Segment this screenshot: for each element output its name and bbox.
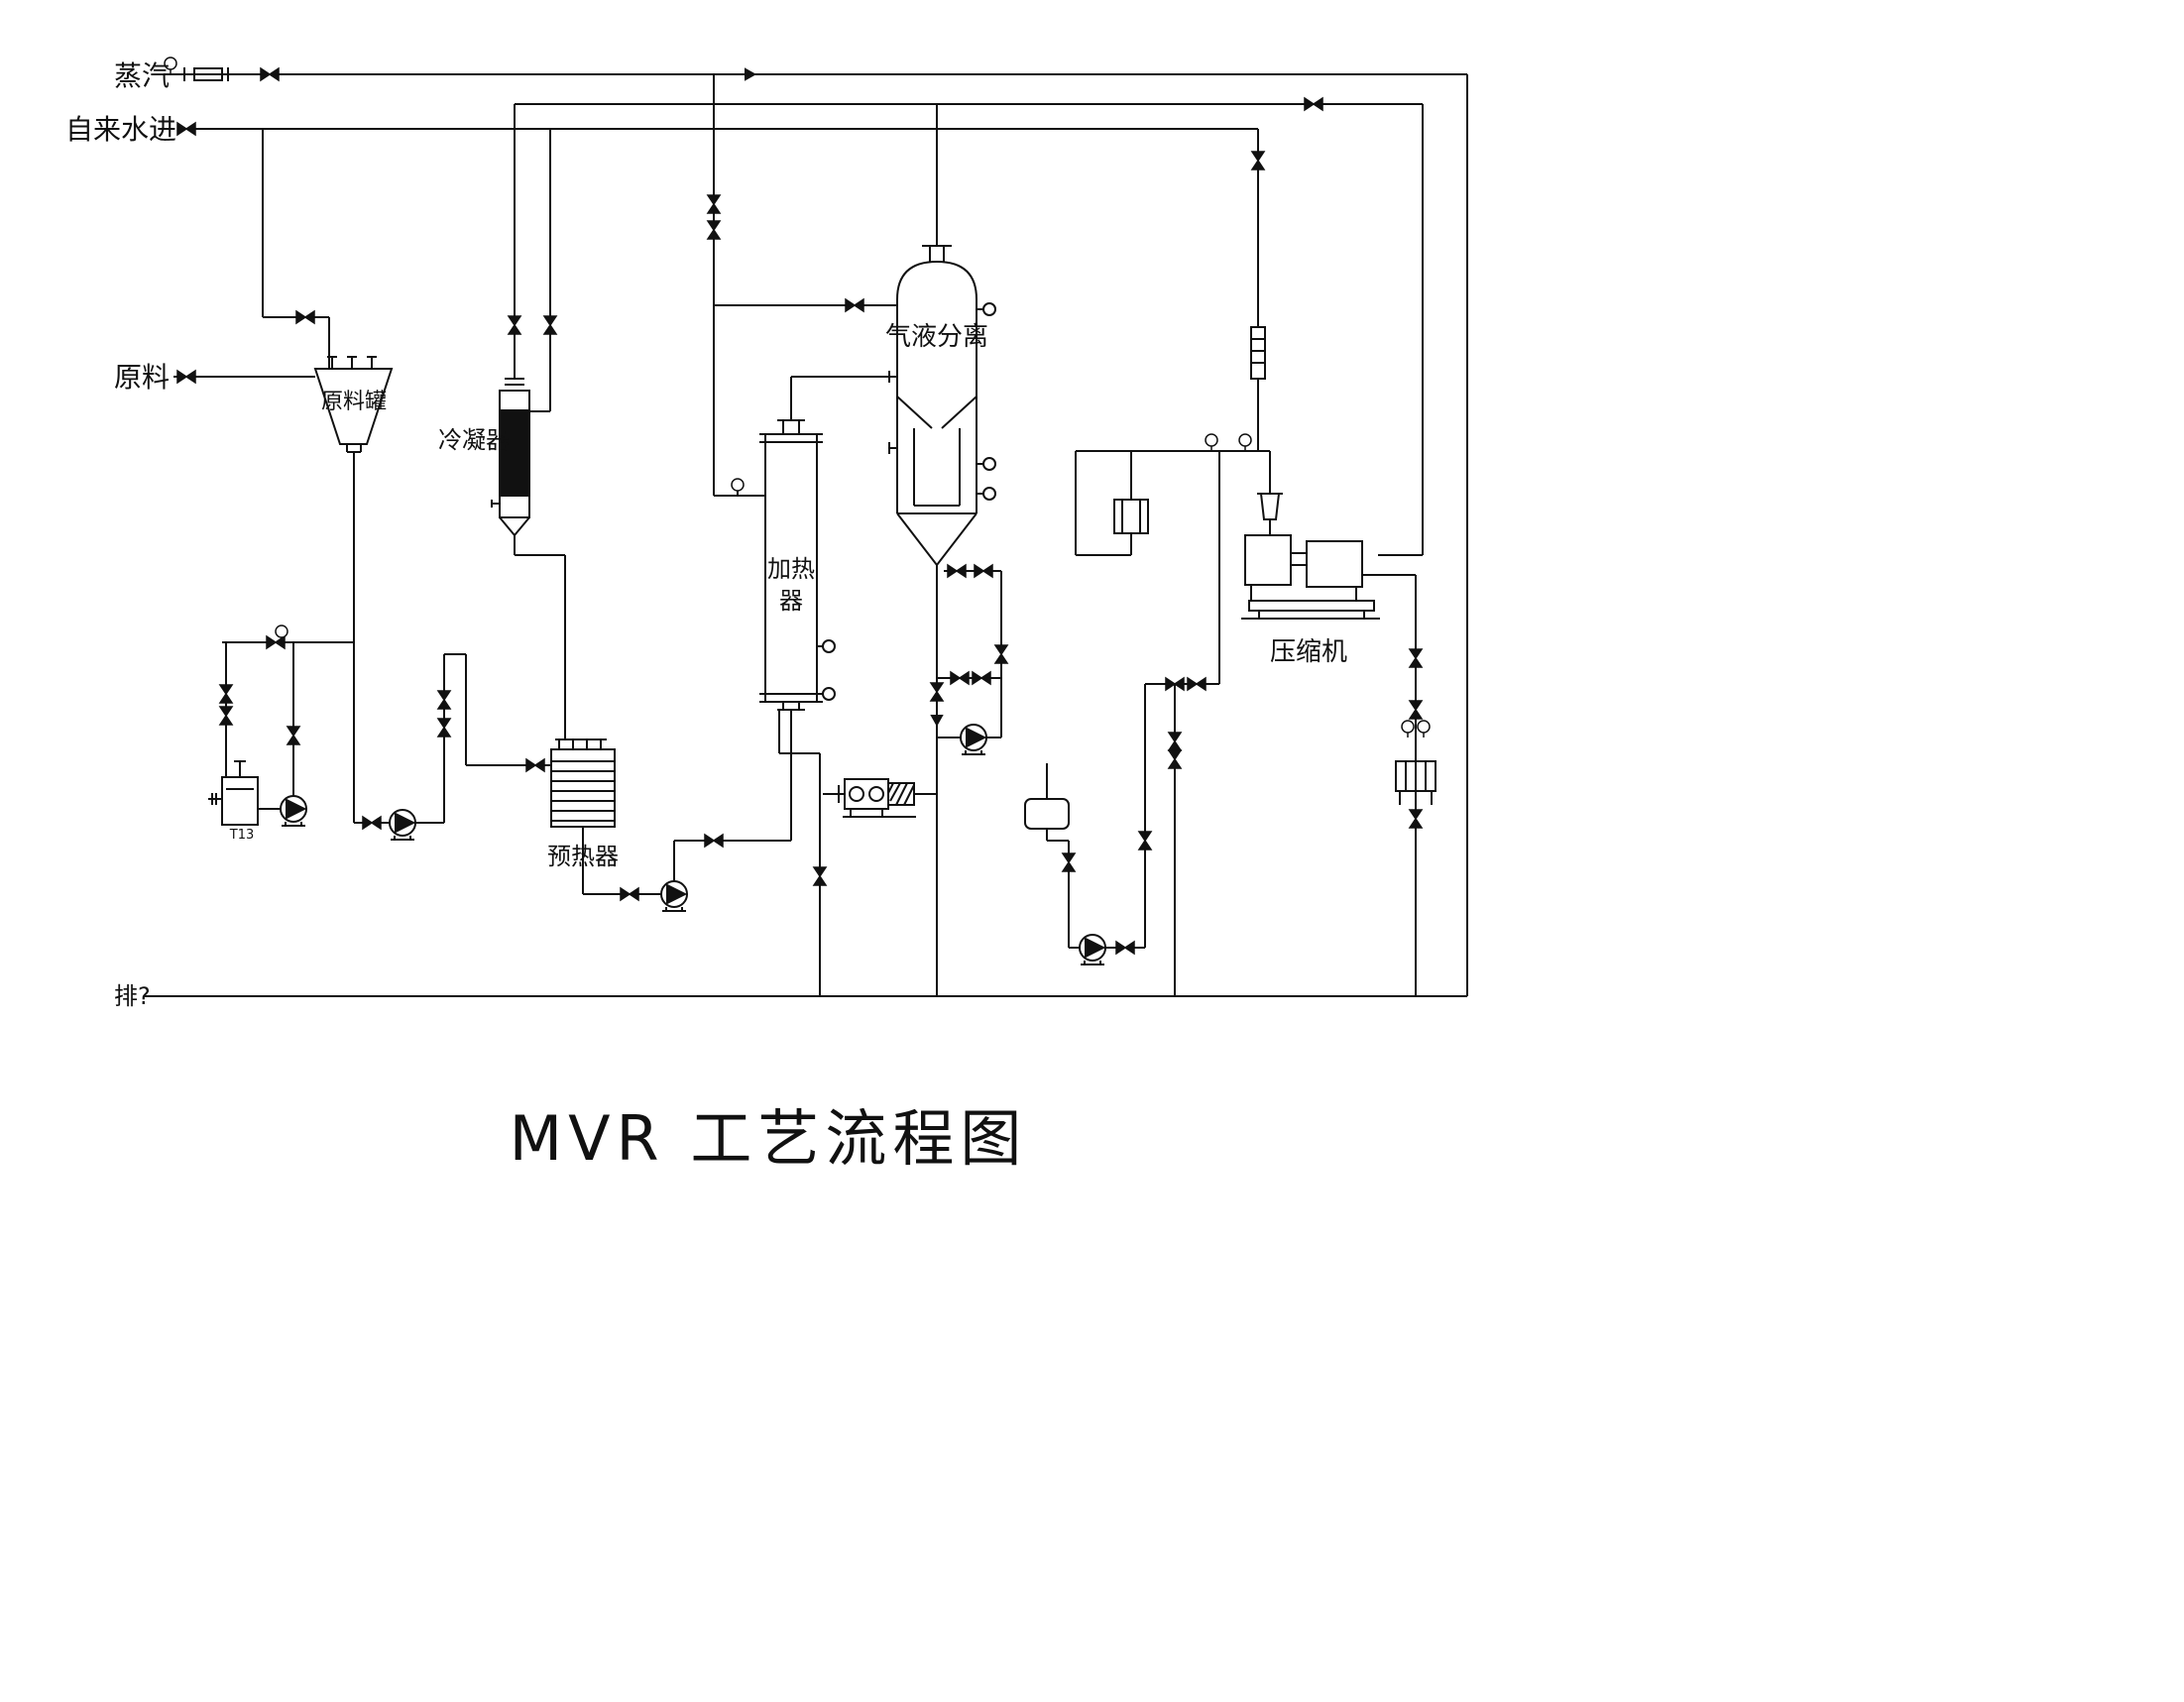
valve-icon	[1409, 809, 1423, 829]
valve-icon	[1409, 700, 1423, 720]
valve-icon	[1115, 941, 1135, 955]
valve-icon	[1138, 831, 1152, 851]
pump-icon	[960, 724, 987, 755]
flow-arrow-icon	[745, 68, 755, 80]
valve-icon	[437, 718, 451, 738]
valve-icon	[704, 834, 724, 848]
pressure-gauge-icon	[275, 624, 288, 643]
valve-icon	[525, 758, 545, 772]
valve-icon	[176, 370, 196, 384]
pump-icon	[660, 880, 688, 912]
diagram-linework	[144, 57, 1468, 997]
vacuum-pump-symbol	[843, 778, 916, 818]
valve-icon	[1187, 677, 1207, 691]
inline-filter-symbol	[1113, 499, 1149, 534]
valve-icon	[219, 706, 233, 726]
valve-icon	[974, 564, 993, 578]
pressure-gauge-icon	[1417, 720, 1431, 738]
label-tap-water-in: 自来水进	[65, 113, 176, 146]
valve-icon	[362, 816, 382, 830]
preheater-symbol	[550, 748, 616, 828]
valve-icon	[176, 122, 196, 136]
pump-icon	[280, 795, 307, 827]
pipe-right-network	[936, 104, 1424, 996]
valve-icon	[260, 67, 280, 81]
compressor-symbol	[1241, 493, 1380, 620]
t13-tank-symbol	[221, 776, 259, 826]
pressure-gauge-icon	[731, 478, 745, 497]
pressure-gauge-icon	[1401, 720, 1415, 738]
condenser-symbol	[491, 378, 530, 537]
valve-icon	[1168, 749, 1182, 769]
pressure-gauge-icon	[1205, 433, 1218, 452]
valve-icon	[219, 684, 233, 704]
valve-icon	[543, 315, 557, 335]
diagram-title: MVR 工艺流程图	[510, 1102, 1028, 1175]
valve-icon	[1168, 732, 1182, 751]
valve-icon	[972, 671, 991, 685]
drain-cooler-symbol	[1395, 760, 1437, 805]
valve-icon	[813, 866, 827, 886]
equipment-label-preheater: 预热器	[547, 843, 619, 870]
rotameter-symbol	[1250, 326, 1266, 380]
equipment-label-gas-liquid-separator: 气液分离	[885, 322, 988, 352]
pressure-gauge-icon	[1238, 433, 1252, 452]
valve-icon	[620, 887, 639, 901]
seal-pot-symbol	[1024, 798, 1070, 830]
equipment-label-compressor: 压缩机	[1270, 637, 1347, 667]
equipment-label-condenser: 冷凝器	[438, 426, 510, 454]
valve-icon	[707, 220, 721, 240]
pump-icon	[389, 809, 416, 841]
raw-material-tank-symbol	[313, 356, 394, 454]
valve-icon	[1062, 852, 1076, 872]
valve-icon	[950, 671, 970, 685]
pump-icon	[1079, 934, 1106, 965]
heater-symbol	[759, 416, 836, 711]
valve-icon	[845, 298, 864, 312]
valve-icon	[707, 194, 721, 214]
flow-arrow-icon	[931, 715, 943, 726]
equipment-label-heater-line2: 器	[779, 587, 803, 615]
gas-liquid-separator-symbol	[888, 245, 996, 580]
valve-icon	[994, 644, 1008, 664]
equipment-label-heater-line1: 加热	[767, 555, 815, 583]
valve-icon	[1409, 648, 1423, 668]
valve-icon	[287, 726, 300, 745]
valve-icon	[1304, 97, 1323, 111]
valve-icon	[295, 310, 315, 324]
valve-icon	[508, 315, 521, 335]
valve-icon	[930, 682, 944, 702]
valve-icon	[947, 564, 967, 578]
label-steam: 蒸汽	[114, 59, 170, 92]
equipment-label-raw-material-tank: 原料罐	[321, 390, 387, 414]
flow-element-symbol	[183, 67, 229, 81]
label-drain: 排?	[114, 982, 151, 1010]
valve-icon	[437, 690, 451, 710]
equipment-label-t13: T13	[229, 828, 254, 843]
label-raw-material: 原料	[114, 361, 170, 394]
pipe-left-network	[173, 74, 897, 895]
valve-icon	[1251, 151, 1265, 170]
pipe-headers	[144, 73, 1468, 997]
